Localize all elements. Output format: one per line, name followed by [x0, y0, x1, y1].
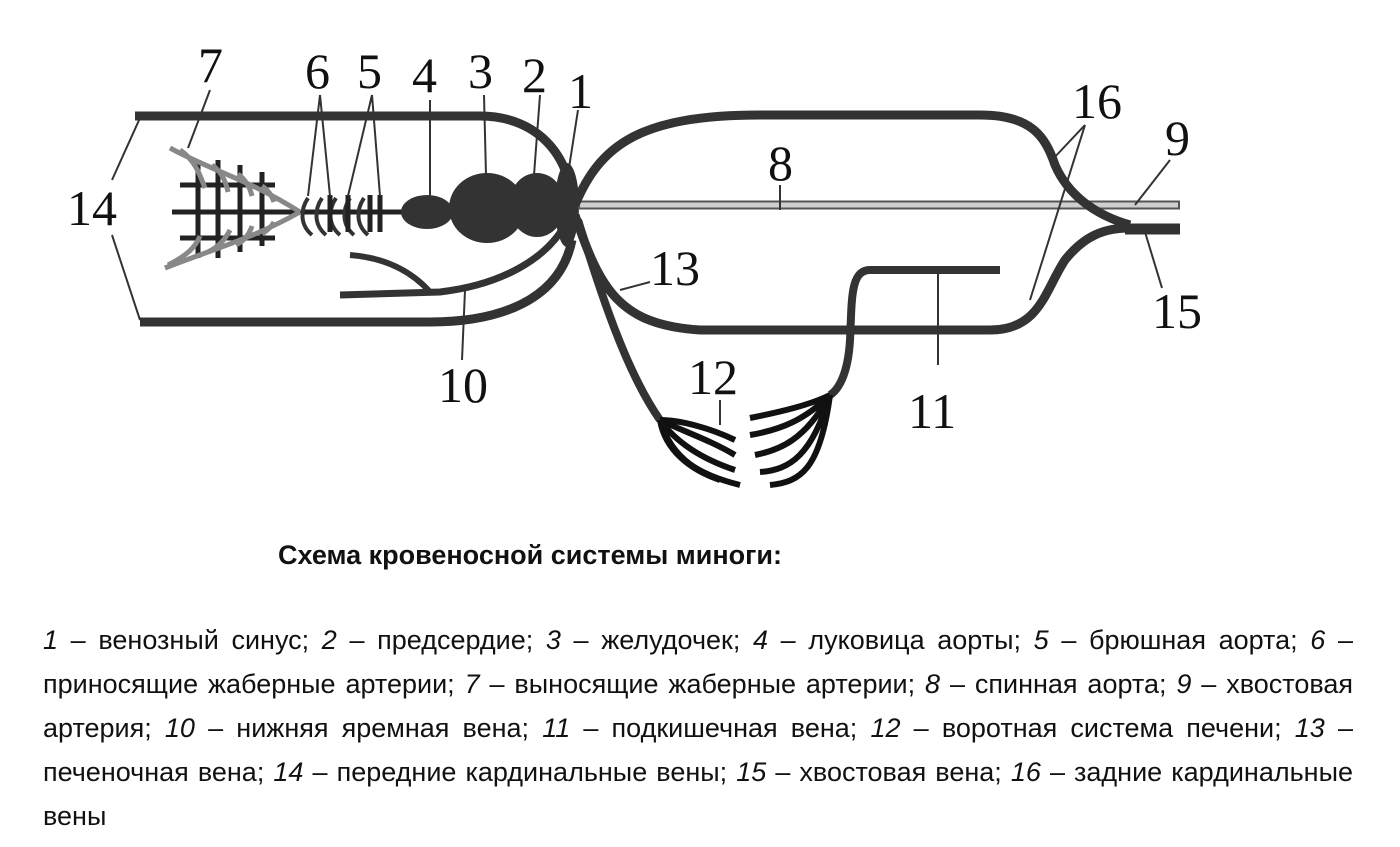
legend-number: 5 — [1033, 625, 1049, 655]
label-5: 5 — [357, 43, 382, 99]
sinus-venosus — [555, 163, 579, 247]
legend-number: 10 — [164, 713, 195, 743]
label-12: 12 — [688, 349, 738, 405]
legend-text: – хвостовая вена; — [766, 757, 1011, 787]
label-14: 14 — [67, 180, 117, 236]
legend-number: 7 — [464, 669, 480, 699]
legend-number: 11 — [542, 713, 571, 743]
gill-crossbars — [180, 160, 383, 258]
label-2: 2 — [522, 47, 547, 103]
posterior-cardinal-vein-lower — [570, 213, 1131, 335]
hepatic-vein — [574, 218, 664, 423]
label-1: 1 — [568, 63, 593, 119]
anterior-cardinal-vein-lower — [140, 239, 577, 327]
posterior-cardinal-vein-upper — [570, 110, 1132, 230]
label-11: 11 — [908, 383, 956, 439]
label-3: 3 — [468, 43, 493, 99]
legend-text: – нижняя яремная вена; — [194, 713, 543, 743]
legend-text: – печеночная вена; — [43, 713, 1353, 787]
legend-number: 16 — [1010, 757, 1041, 787]
legend-number: 3 — [545, 625, 561, 655]
bulbus-aortae — [401, 195, 453, 229]
label-15: 15 — [1152, 283, 1202, 339]
label-6: 6 — [305, 43, 330, 99]
label-10: 10 — [438, 357, 488, 413]
label-7: 7 — [198, 37, 223, 93]
legend-text: – приносящие жаберные артерии; — [43, 625, 1353, 699]
efferent-gill-arteries — [164, 145, 302, 271]
atrium — [509, 173, 565, 237]
legend-number: 13 — [1294, 713, 1325, 743]
circulatory-diagram: 7 6 5 4 3 2 1 8 16 9 15 14 13 12 11 10 — [67, 37, 1202, 488]
subintestinal-vein — [827, 266, 1000, 399]
legend-number: 8 — [925, 669, 941, 699]
legend-text: – передние кардинальные вены; — [303, 757, 737, 787]
legend: 1 – венозный синус; 2 – предсердие; 3 – … — [43, 618, 1353, 838]
legend-text: – подкишечная вена; — [570, 713, 871, 743]
legend-number: 14 — [273, 757, 304, 787]
inferior-jugular-branch — [349, 252, 433, 295]
label-16: 16 — [1072, 73, 1122, 129]
label-13: 13 — [650, 240, 700, 296]
legend-number: 2 — [321, 625, 337, 655]
leader-lines — [111, 89, 1171, 425]
inferior-jugular-vein — [339, 223, 569, 299]
legend-number: 9 — [1176, 669, 1192, 699]
legend-text: – луковица аорты; — [768, 625, 1034, 655]
label-9: 9 — [1165, 110, 1190, 166]
label-8: 8 — [768, 135, 793, 191]
label-4: 4 — [412, 47, 437, 103]
hepatic-portal-system — [657, 392, 833, 488]
legend-text: – желудочек; — [560, 625, 753, 655]
legend-text: – брюшная аорта; — [1048, 625, 1311, 655]
legend-text: – выносящие жаберные артерии; — [479, 669, 926, 699]
legend-text: – венозный синус; — [58, 625, 322, 655]
afferent-gill-arteries — [300, 196, 370, 237]
legend-text: – воротная система печени; — [900, 713, 1295, 743]
legend-number: 6 — [1310, 625, 1326, 655]
legend-text: – спинная аорта; — [940, 669, 1177, 699]
ventricle — [449, 173, 525, 243]
legend-text: – задние кардинальные вены — [43, 757, 1353, 831]
legend-number: 15 — [736, 757, 767, 787]
legend-number: 1 — [43, 625, 59, 655]
legend-text: – предсердие; — [336, 625, 546, 655]
caption-title: Схема кровеносной системы миноги: — [277, 540, 782, 570]
legend-number: 4 — [752, 625, 769, 655]
legend-number: 12 — [870, 713, 901, 743]
legend-text: – хвостовая артерия; — [43, 669, 1354, 743]
